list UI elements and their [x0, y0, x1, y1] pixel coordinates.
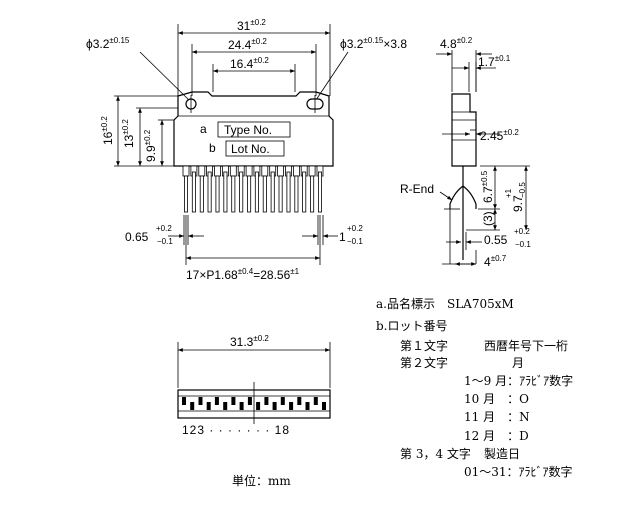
bottom-width-dim: 31.3±0.2: [230, 334, 269, 349]
bottom-pin: [313, 397, 318, 405]
pin-width-dim: 0.65+0.2−0.1: [125, 224, 173, 246]
note-a: a.品名標示 SLA705xM: [376, 296, 514, 311]
bottom-pin: [322, 402, 326, 410]
front-pin: [182, 165, 190, 213]
front-pin: [269, 165, 277, 213]
front-pin: [292, 165, 300, 213]
bottom-pin: [239, 402, 244, 410]
front-pin: [277, 165, 285, 213]
bottom-pin: [198, 397, 203, 405]
bottom-pin: [280, 397, 285, 405]
front-pin: [245, 165, 253, 213]
note-b: b.ロット番号: [376, 319, 448, 333]
height-total-dim: 16±0.2: [100, 116, 115, 145]
front-pin: [214, 165, 221, 213]
overall-width-dim: 31±0.2: [237, 18, 266, 33]
side-6-7-dim: 6.7±0.5: [480, 170, 495, 203]
bottom-pin: [305, 402, 310, 410]
front-pin: [285, 165, 292, 213]
side-0-55-dim: 0.55+0.2−0.1: [484, 227, 531, 249]
hole-pitch-dim: 24.4±0.2: [228, 37, 267, 52]
bottom-pins: [182, 397, 326, 410]
pin-pitch-dim: 17×P1.68±0.4=28.56±1: [186, 267, 300, 282]
bottom-pin: [190, 402, 195, 410]
bottom-pin: [206, 402, 211, 410]
front-pin: [253, 165, 261, 213]
note-c34-desc: 製造日: [484, 447, 520, 461]
bottom-pin: [231, 397, 236, 405]
marking-notes: a.品名標示 SLA705xM b.ロット番号 第１文字 西暦年号下一桁 第２文…: [376, 296, 573, 479]
side-thickness-dim: 4.8±0.2: [440, 36, 473, 51]
note-c1-desc: 西暦年号下一桁: [484, 339, 568, 353]
bottom-pin: [272, 402, 277, 410]
note-c1-label: 第１文字: [400, 338, 448, 353]
front-pin: [300, 165, 308, 213]
side-9-7-dim: 9.7+1−0.5: [504, 182, 527, 212]
note-c2-desc: 月: [512, 356, 524, 370]
front-pin: [198, 165, 206, 213]
bottom-pin: [256, 402, 261, 410]
height-9-9-dim: 9.9±0.2: [143, 129, 158, 162]
note-month-11: 11 月 ：N: [464, 410, 530, 424]
bottom-pin: [264, 397, 269, 405]
front-view: 31±0.2 24.4±0.2 16.4±0.2 ϕ3.2±0.15 ϕ3.2±…: [86, 18, 407, 282]
type-no-box: Type No.: [224, 123, 272, 137]
side-4-dim: 4±0.7: [484, 254, 507, 269]
note-c34-label: 第 3，4 文字: [400, 446, 471, 461]
height-13-dim: 13±0.2: [121, 119, 136, 148]
bottom-pin: [289, 402, 294, 410]
side-2-45-dim: 2.45±0.2: [480, 128, 519, 143]
pin-thickness-dim: 1+0.2−0.1: [339, 224, 363, 246]
label-b: b: [209, 141, 216, 155]
side-view: 4.8±0.2 1.7±0.1 2.45±0.2 R-End 6.7±0.5: [400, 36, 531, 269]
note-month-10: 10 月 ：O: [464, 392, 529, 406]
lot-no-box: Lot No.: [231, 142, 270, 156]
front-pin: [316, 165, 324, 213]
bottom-pin: [247, 397, 252, 405]
inner-width-dim: 16.4±0.2: [230, 56, 269, 71]
hole-right-callout: ϕ3.2±0.15×3.8: [340, 36, 407, 51]
hole-left-callout: ϕ3.2±0.15: [86, 36, 130, 51]
note-month-1-9: 1〜9 月：ｱﾗﾋﾞｱ数字: [464, 373, 573, 388]
bottom-pin: [214, 397, 219, 405]
front-pin: [308, 165, 316, 213]
label-a: a: [200, 122, 207, 136]
pin-numbers: 123 · · · · · · · 18: [182, 423, 290, 437]
side-3-dim: (3): [481, 211, 495, 226]
note-c2-label: 第２文字: [400, 355, 448, 370]
unit-label: 単位：mm: [232, 473, 291, 488]
side-offset-dim: 1.7±0.1: [478, 54, 511, 69]
bottom-pin: [182, 397, 186, 405]
note-days: 01〜31：ｱﾗﾋﾞｱ数字: [464, 464, 573, 479]
front-pin: [261, 165, 269, 213]
front-pin: [190, 165, 198, 213]
front-pin: [221, 165, 229, 213]
note-month-12: 12 月 ：D: [464, 429, 529, 443]
front-pin: [229, 165, 237, 213]
bottom-pin: [223, 402, 228, 410]
front-pin: [237, 165, 245, 213]
bottom-view: 31.3±0.2 123 · · · · · · · 18: [177, 334, 331, 437]
front-pin: [206, 165, 214, 213]
bottom-pin: [297, 397, 302, 405]
r-end-label: R-End: [400, 182, 434, 196]
front-pins: [182, 165, 324, 213]
